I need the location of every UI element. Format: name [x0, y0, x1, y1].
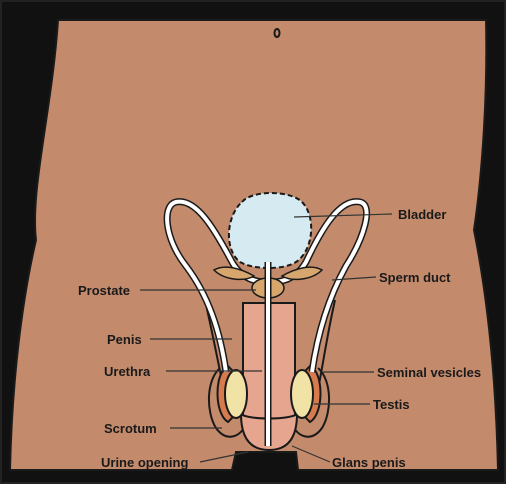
left-testis — [225, 370, 247, 418]
label-penis: Penis — [107, 332, 142, 347]
label-sperm-duct: Sperm duct — [379, 270, 451, 285]
label-glans-penis: Glans penis — [332, 455, 406, 470]
label-urethra: Urethra — [104, 364, 151, 379]
label-bladder: Bladder — [398, 207, 446, 222]
right-testis — [291, 370, 313, 418]
label-testis: Testis — [373, 397, 410, 412]
label-urine-opening: Urine opening — [101, 455, 188, 470]
bladder — [229, 193, 311, 268]
label-prostate: Prostate — [78, 283, 130, 298]
label-seminal-vesicles: Seminal vesicles — [377, 365, 481, 380]
label-scrotum: Scrotum — [104, 421, 157, 436]
